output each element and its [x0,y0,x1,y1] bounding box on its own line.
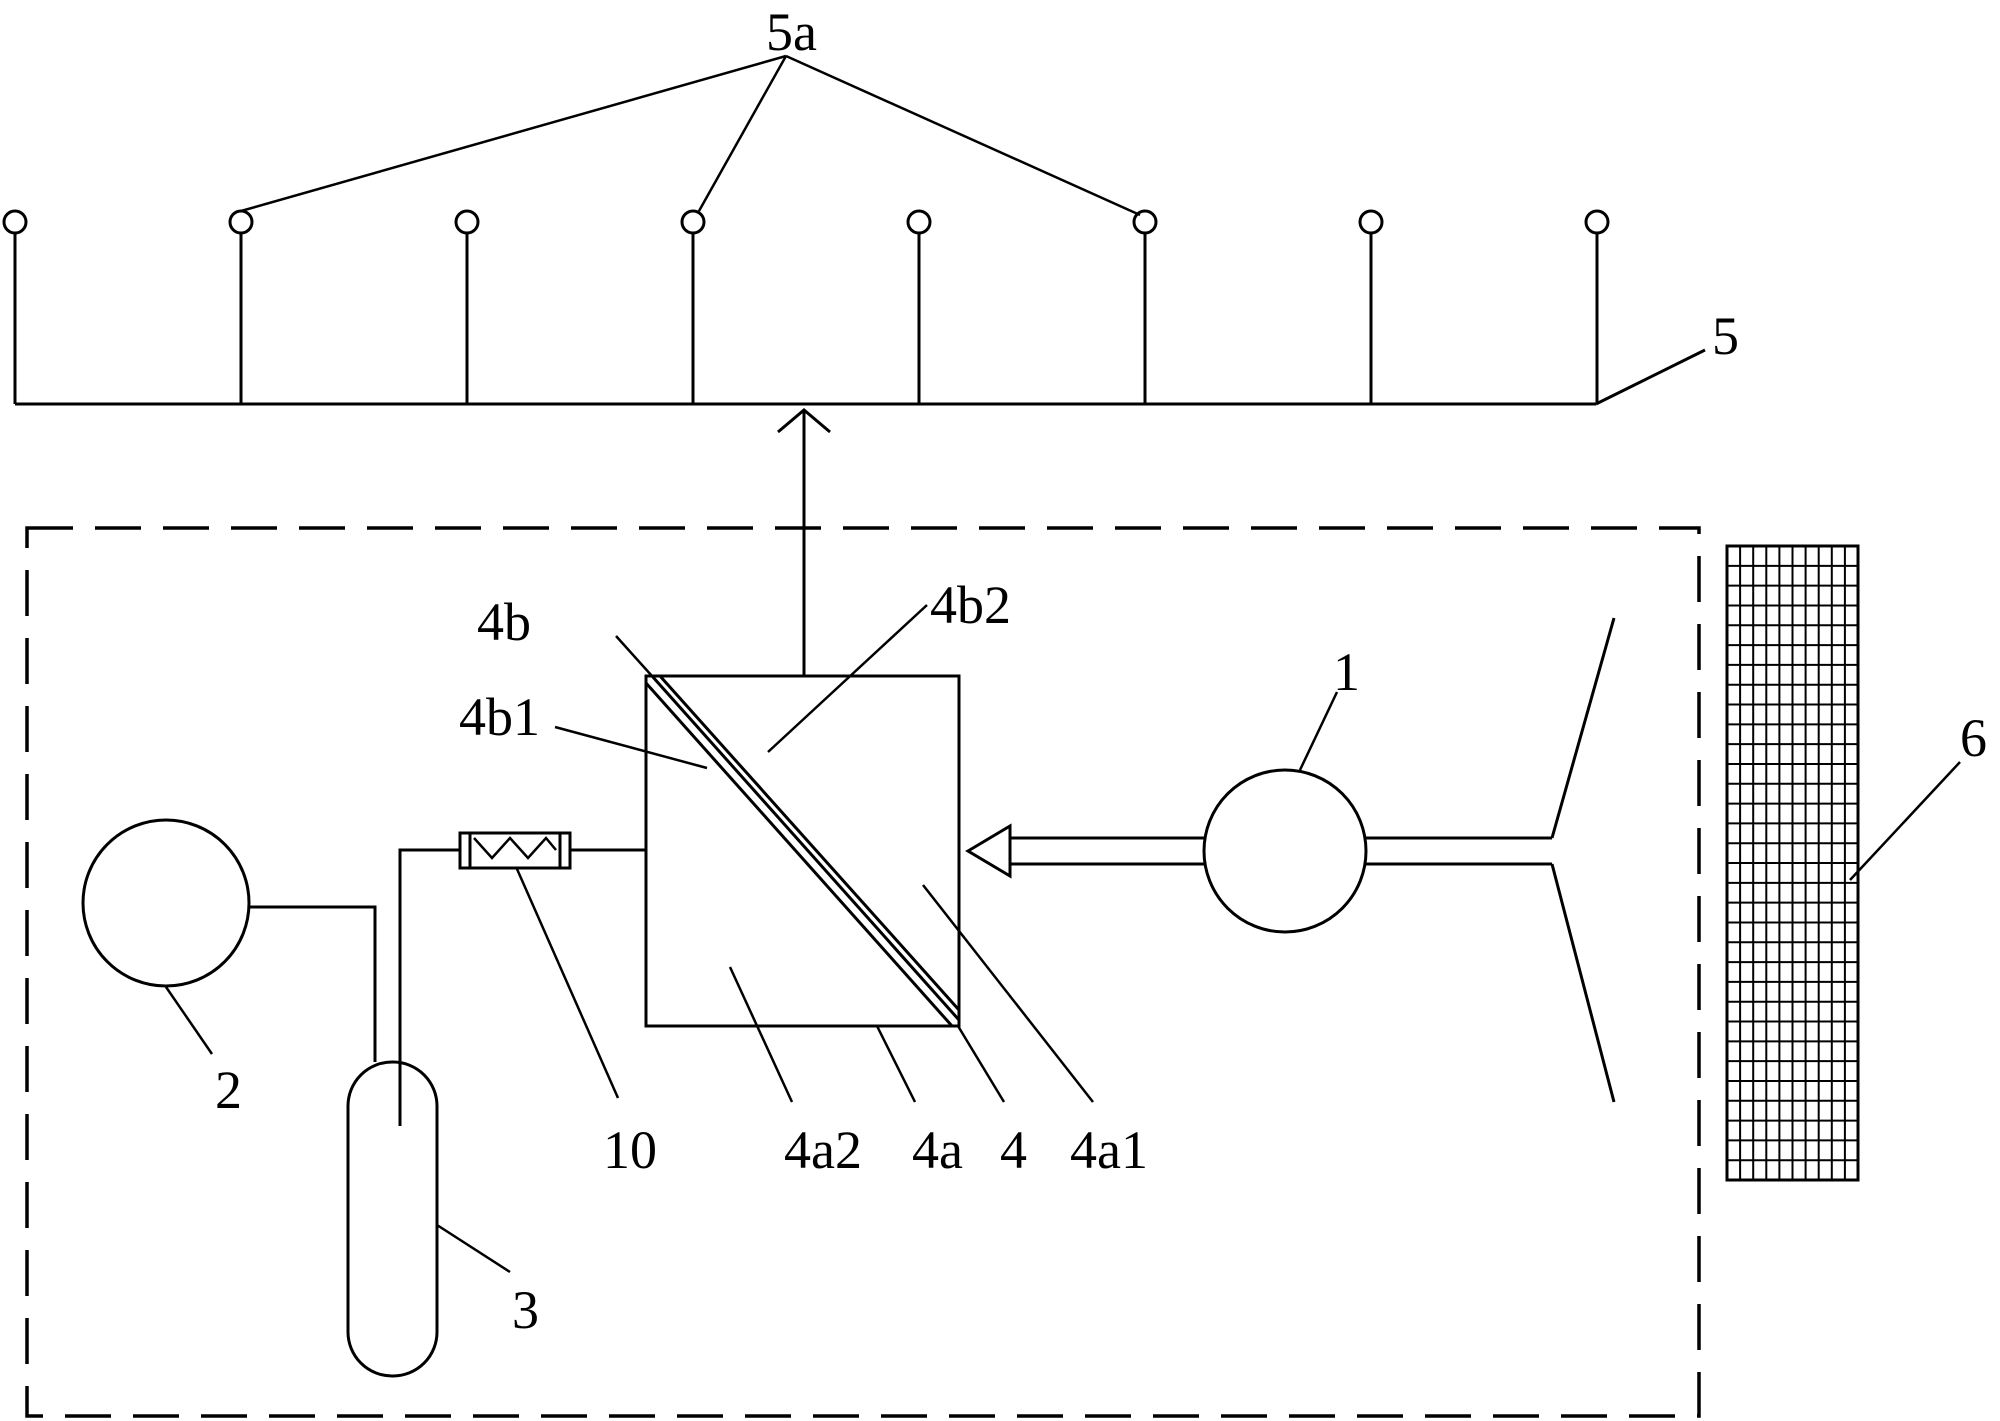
nozzle-6 [1132,209,1158,404]
heat-exchanger [644,674,1012,1028]
label-heater: 10 [603,1120,657,1180]
label-fan: 1 [1333,642,1360,702]
plate-b2 [658,674,961,1012]
nozzles-leaders [240,54,1141,217]
nozzle-7 [1358,209,1384,404]
nozzle-1 [2,209,28,404]
fan [1202,768,1368,934]
label-heat-exchanger: 4 [1000,1120,1027,1180]
nozzle-5 [906,209,932,404]
label-pipe-network: 5 [1712,306,1739,366]
intake-hood-upper [1550,617,1616,839]
plate-b-inner [650,675,961,1021]
pump-pipe [249,905,377,1062]
label-filter: 6 [1960,708,1987,768]
label-plate-b1: 4b1 [459,687,540,747]
label-leaders [164,604,1961,1274]
nozzle-4 [680,209,706,404]
label-nozzles: 5a [766,2,817,62]
pipe-network-leader [1595,348,1706,406]
tank [346,1060,439,1378]
label-channel-a1: 4a1 [1070,1120,1148,1180]
fan-assembly [1010,617,1616,1103]
heat-exchanger-body [644,674,961,1028]
label-plate-b: 4b [477,592,531,652]
unit-enclosure [25,526,1701,1418]
air-inlet-arrow [965,823,1012,879]
nozzle-3 [454,209,480,404]
coolant-loop [81,818,646,1378]
pipe-network [2,54,1706,406]
pump [81,818,251,988]
label-tank: 3 [512,1280,539,1340]
intake-hood-lower [1550,863,1616,1103]
nozzle-2 [228,209,254,404]
tank-outlet-pipe [398,848,460,1126]
label-pump: 2 [215,1060,242,1120]
labels: 5a 5 1 6 2 3 10 4b 4b1 4b2 4a2 4a 4 4a1 [215,2,1987,1340]
heater [458,831,572,870]
nozzle-8 [1584,209,1610,404]
label-core-a: 4a [912,1120,963,1180]
supply-arrow [777,408,831,676]
filter-mesh [1725,544,1860,1182]
label-plate-b2: 4b2 [930,575,1011,635]
label-channel-a2: 4a2 [784,1120,862,1180]
plate-b1 [644,682,954,1027]
